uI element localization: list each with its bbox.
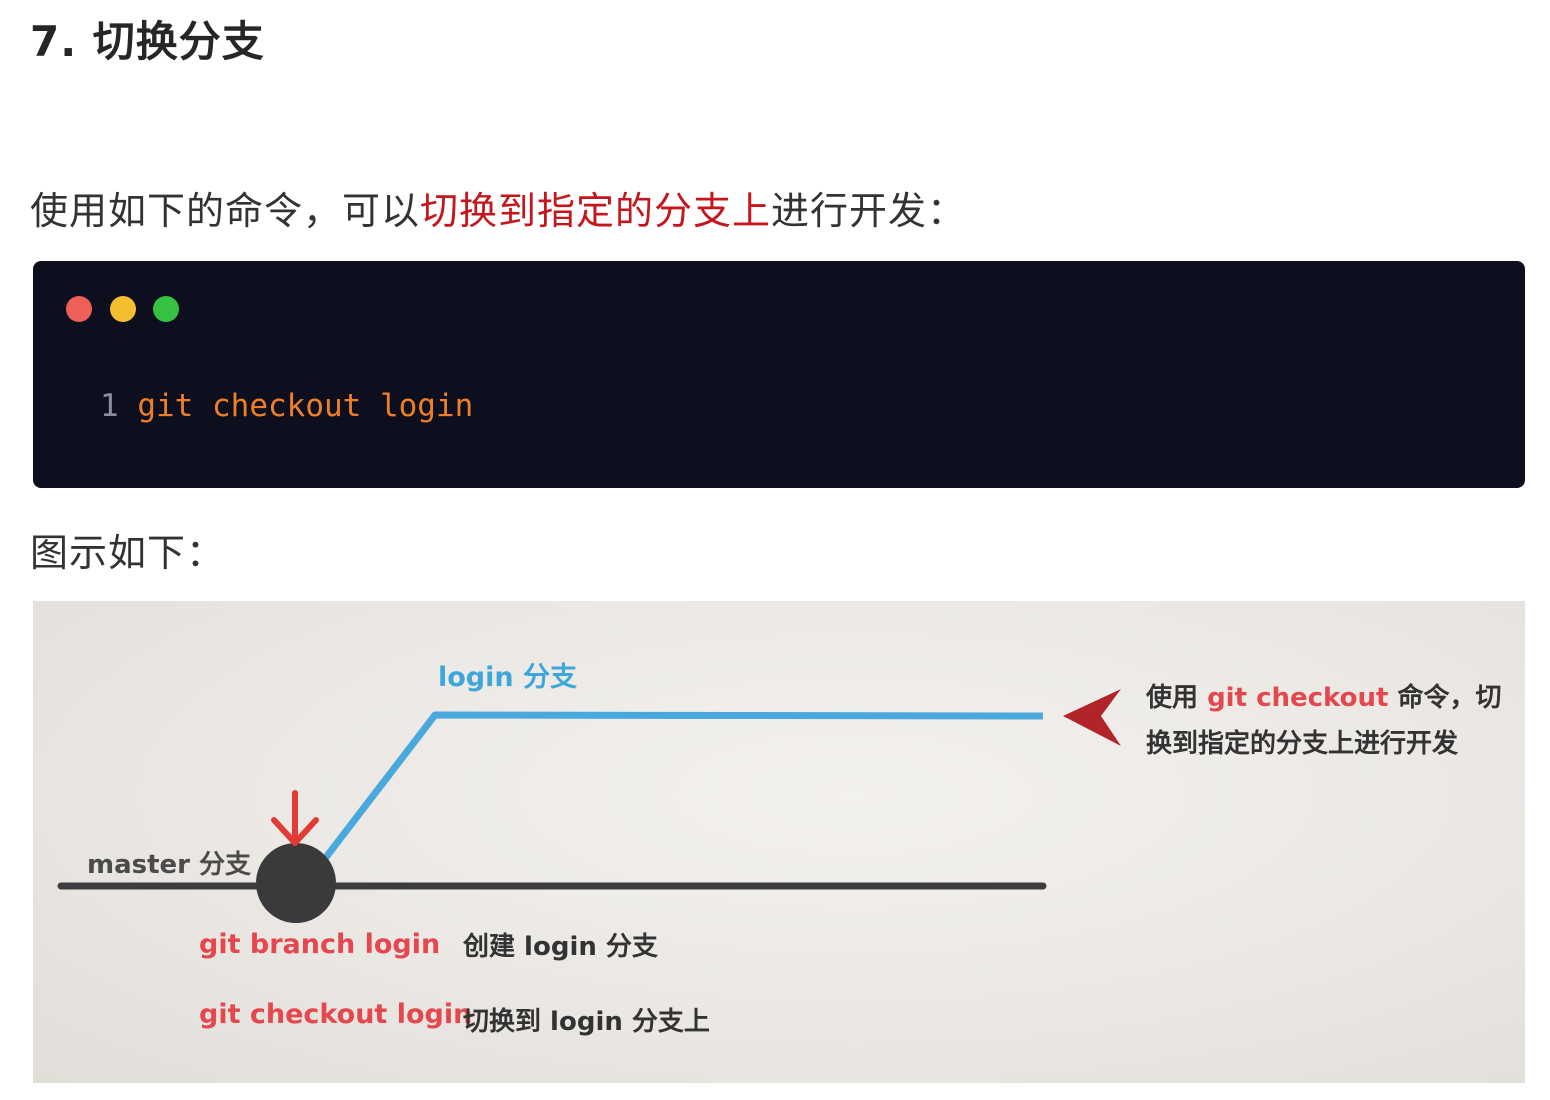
down-arrow-icon — [271, 790, 319, 846]
intro-highlight: 切换到指定的分支上 — [420, 189, 772, 233]
intro-paragraph: 使用如下的命令，可以切换到指定的分支上进行开发： — [30, 180, 966, 235]
branch-diagram: login 分支 master 分支 git branch login 创建 l… — [33, 601, 1525, 1083]
code-block — [33, 261, 1525, 488]
command-branch: git branch login — [199, 929, 441, 960]
commit-node — [256, 843, 336, 923]
note-prefix: 使用 — [1146, 683, 1208, 713]
checkout-note: 使用 git checkout 命令，切换到指定的分支上进行开发 — [1146, 675, 1506, 767]
command-checkout: git checkout login — [199, 999, 473, 1030]
note-suffix: 命令，切换到指定的分支上进行开发 — [1146, 683, 1502, 759]
login-branch-label: login 分支 — [438, 662, 578, 693]
command-checkout-description: 切换到 login 分支上 — [463, 1007, 710, 1037]
diagram-graphics — [57, 689, 1121, 923]
master-branch-label: master 分支 — [87, 850, 252, 880]
window-minimize-dot — [110, 296, 136, 322]
figure-label: 图示如下： — [30, 531, 226, 575]
code-command: git checkout login — [137, 388, 474, 424]
window-close-dot — [66, 296, 92, 322]
command-branch-description: 创建 login 分支 — [463, 932, 658, 962]
code-line: 1 git checkout login — [100, 388, 473, 424]
note-command: git checkout — [1207, 683, 1389, 713]
section-heading: 7. 切换分支 — [30, 17, 265, 66]
pointer-arrow-icon — [1063, 689, 1121, 746]
login-branch-line — [314, 711, 1044, 872]
intro-text: 使用如下的命令，可以 — [30, 189, 421, 233]
window-maximize-dot — [153, 296, 179, 322]
line-number: 1 — [100, 388, 119, 424]
intro-text-end: 进行开发： — [771, 189, 967, 233]
